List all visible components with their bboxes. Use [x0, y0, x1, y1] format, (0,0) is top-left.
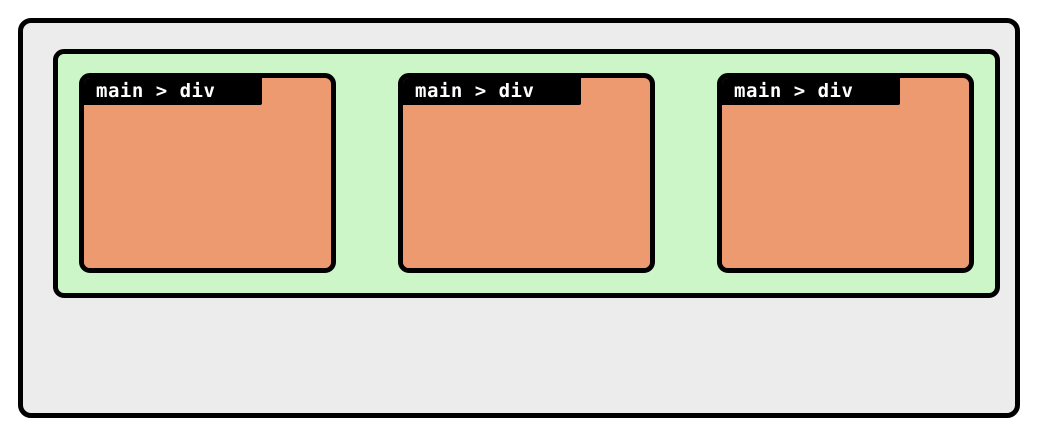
flex-row-container[interactable]: main > div main > div main > div	[53, 49, 1000, 298]
div-box-1[interactable]: main > div	[79, 73, 336, 273]
selector-badge-1: main > div	[84, 78, 262, 105]
div-box-2[interactable]: main > div	[398, 73, 655, 273]
main-container[interactable]: main > div main > div main > div	[18, 18, 1020, 418]
div-box-content-3	[722, 105, 969, 268]
selector-badge-3: main > div	[722, 78, 900, 105]
selector-badge-label-3: main > div	[734, 80, 854, 102]
div-box-content-2	[403, 105, 650, 268]
selector-badge-label-2: main > div	[415, 80, 535, 102]
selector-badge-2: main > div	[403, 78, 581, 105]
main-empty-space	[53, 298, 990, 413]
selector-badge-label-1: main > div	[96, 80, 216, 102]
div-box-content-1	[84, 105, 331, 268]
div-box-3[interactable]: main > div	[717, 73, 974, 273]
